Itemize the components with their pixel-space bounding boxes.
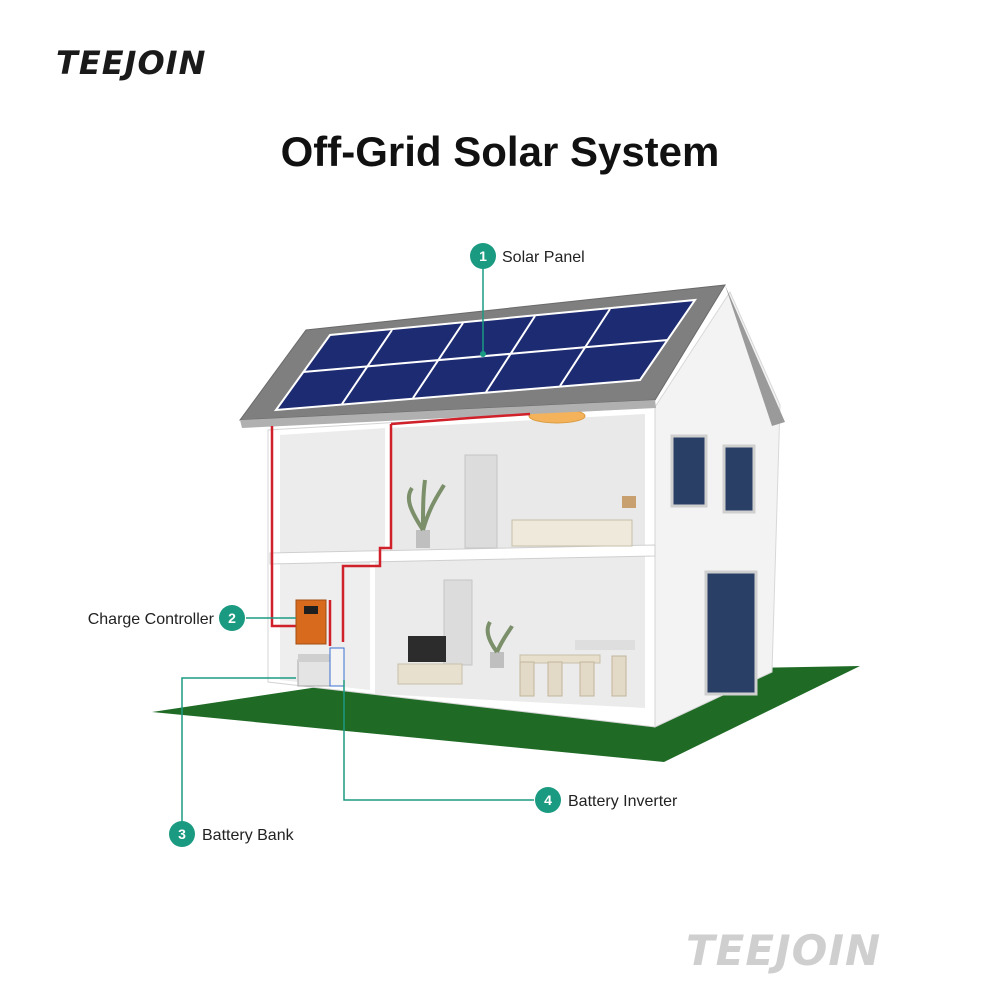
watermark-logo: TEEJOIN <box>686 926 882 975</box>
roof-side <box>725 285 785 426</box>
tv-stand <box>397 663 463 685</box>
wiring <box>270 412 531 646</box>
upper-door <box>464 454 498 549</box>
kitchen-counter <box>575 640 635 650</box>
chair-4 <box>611 655 627 697</box>
battery-inverter <box>329 647 345 687</box>
callout-badge-2 <box>219 605 245 631</box>
callout-badge-3 <box>169 821 195 847</box>
callout-badge-4 <box>535 787 561 813</box>
plant-leaves-lower <box>485 620 514 654</box>
bed <box>511 519 633 547</box>
lower-door <box>443 579 473 666</box>
floor-slab <box>269 544 656 565</box>
callout-number-2: 2 <box>228 610 236 626</box>
room-upper-left <box>280 428 385 555</box>
callout-battery-bank: 3 Battery Bank <box>169 821 295 847</box>
callout-label-battery-bank: Battery Bank <box>202 827 295 844</box>
chair-1 <box>519 661 535 697</box>
callout-lines <box>181 268 534 822</box>
callout-badge-1 <box>470 243 496 269</box>
callout-battery-inverter: 4 Battery Inverter <box>535 787 678 813</box>
callout-charge-controller: 2 Charge Controller <box>88 605 245 631</box>
room-upper-right <box>390 414 645 552</box>
solar-panel-grid <box>302 308 669 405</box>
callout-label-battery-inverter: Battery Inverter <box>568 793 678 810</box>
lamp-shade <box>622 496 636 508</box>
callout-solar-panel: 1 Solar Panel <box>470 243 585 269</box>
chair-2 <box>547 661 563 697</box>
callout-label-solar-panel: Solar Panel <box>502 249 585 266</box>
chair-3 <box>579 661 595 697</box>
callout-number-3: 3 <box>178 826 186 842</box>
plant-leaves-upper <box>406 479 446 532</box>
plant-pot-lower <box>490 652 504 668</box>
callout-dot-1 <box>480 351 486 357</box>
plant-pot-upper <box>416 530 430 548</box>
side-window-1 <box>670 434 708 508</box>
tv <box>408 636 446 662</box>
side-window-2 <box>722 444 756 514</box>
callout-label-charge-controller: Charge Controller <box>88 611 215 628</box>
diagram-title: Off-Grid Solar System <box>280 128 720 175</box>
callout-number-1: 1 <box>479 248 487 264</box>
side-door <box>704 570 758 696</box>
brand-logo: TEEJOIN <box>56 44 207 82</box>
charge-controller-screen <box>304 606 318 614</box>
battery-bank-top <box>298 654 336 662</box>
callout-number-4: 4 <box>544 792 552 808</box>
roof-edge <box>240 400 656 428</box>
